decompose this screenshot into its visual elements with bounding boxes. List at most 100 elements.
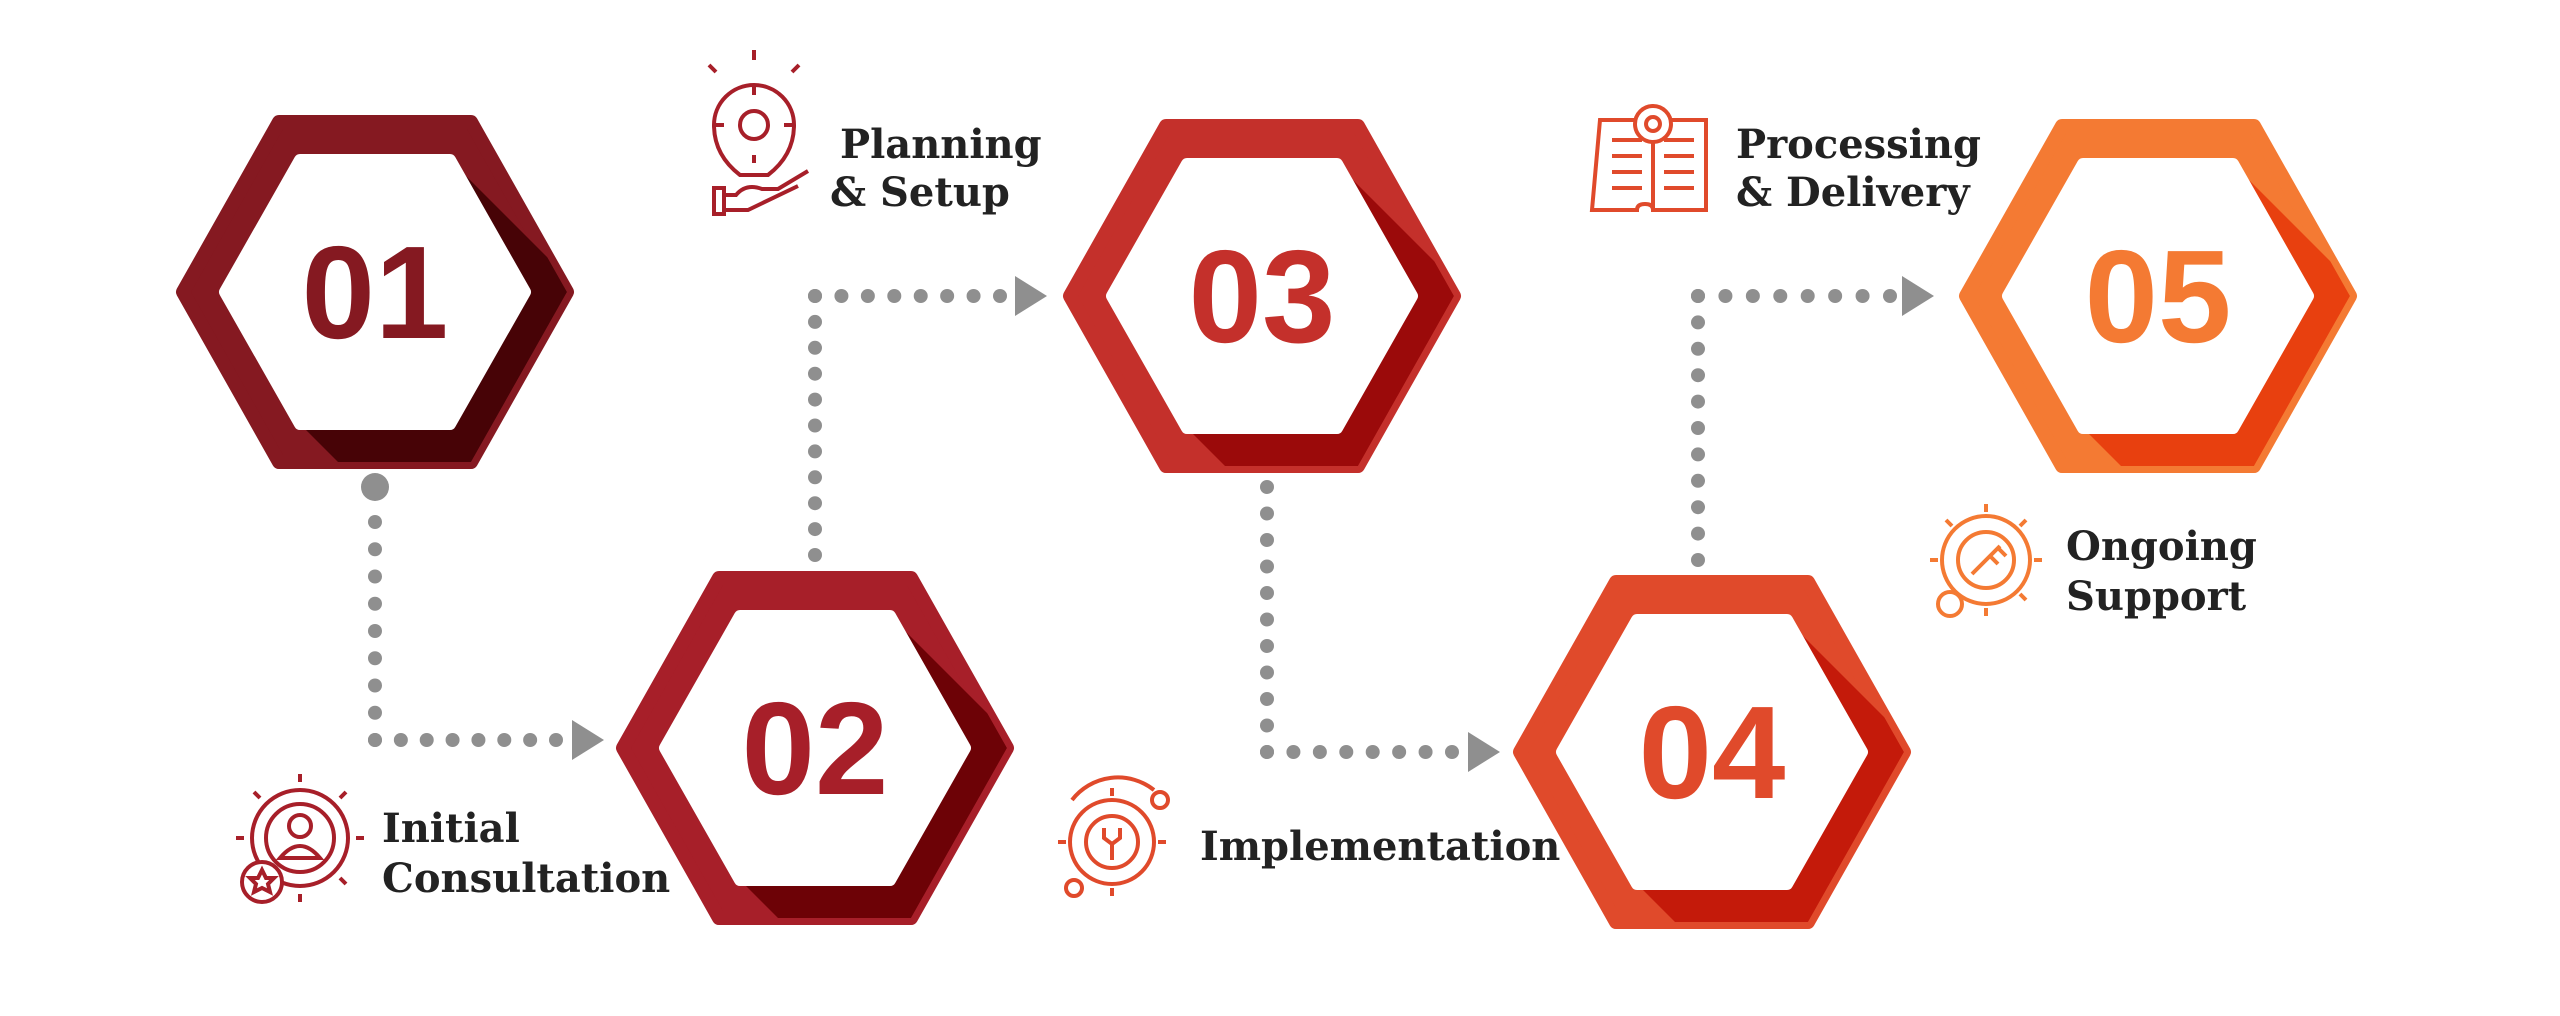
connector-dot bbox=[940, 289, 955, 303]
connector-dot bbox=[808, 366, 822, 381]
connector-dot bbox=[368, 596, 382, 611]
step-4-hexagon: 04 bbox=[1513, 575, 1911, 929]
connector-dot bbox=[1260, 533, 1274, 547]
gear-wrench-orbit-icon bbox=[1058, 775, 1170, 898]
label-ongoing-support: Ongoing Support bbox=[1930, 504, 2257, 620]
connector-dot bbox=[1773, 289, 1788, 303]
connector-dot bbox=[368, 678, 382, 693]
connector-dot bbox=[1745, 289, 1760, 303]
connector-dot bbox=[1883, 289, 1897, 303]
connector-dot bbox=[368, 733, 382, 747]
connector-dot bbox=[368, 651, 382, 666]
arrow-right-icon bbox=[1902, 276, 1934, 316]
connector-dot bbox=[1691, 421, 1705, 435]
connector-dot bbox=[808, 289, 822, 303]
connector-dot bbox=[1691, 526, 1705, 541]
step-3-hexagon: 03 bbox=[1063, 119, 1461, 473]
connector-dot bbox=[1260, 506, 1274, 521]
connector-dot bbox=[1260, 586, 1274, 600]
connector-dot bbox=[368, 569, 382, 584]
connector-dot bbox=[1339, 745, 1354, 759]
connector-dot bbox=[860, 289, 875, 303]
connector-dot bbox=[1260, 639, 1274, 653]
connector-dot bbox=[913, 289, 928, 303]
step-3-title: Implementation bbox=[1200, 823, 1560, 870]
connector-dot bbox=[808, 470, 822, 485]
label-initial-consultation: Initial Consultation bbox=[236, 774, 670, 904]
start-dot bbox=[361, 473, 389, 501]
connector-dot bbox=[1691, 368, 1705, 383]
gear-person-star-icon bbox=[236, 774, 364, 904]
connector-dot bbox=[808, 444, 822, 459]
connector-dot bbox=[445, 733, 460, 747]
step-number: 02 bbox=[742, 675, 889, 822]
step-number: 03 bbox=[1189, 223, 1336, 370]
step-5-title-line-2: Support bbox=[2066, 573, 2247, 620]
connector-dot bbox=[966, 289, 981, 303]
step-2-hexagon: 02 bbox=[616, 571, 1014, 925]
arrow-right-icon bbox=[572, 720, 604, 760]
connector-dot bbox=[497, 733, 512, 747]
connector-dot bbox=[1312, 745, 1327, 759]
connector-dot bbox=[887, 289, 902, 303]
connector-dot bbox=[368, 515, 382, 529]
connector-dot bbox=[1855, 289, 1870, 303]
connector-dot bbox=[1418, 745, 1433, 759]
connector-dot bbox=[1286, 745, 1301, 759]
connectors bbox=[361, 276, 1934, 772]
connector-dot bbox=[834, 289, 849, 303]
connector-dot bbox=[1445, 745, 1459, 759]
connector-dot bbox=[1691, 289, 1705, 303]
open-book-gear-icon bbox=[1589, 104, 1708, 212]
step-5-hexagon: 05 bbox=[1959, 119, 2357, 473]
gear-key-icon bbox=[1930, 504, 2042, 618]
step-number: 04 bbox=[1639, 679, 1786, 826]
connector-dot bbox=[808, 548, 822, 562]
connector-dot bbox=[549, 733, 563, 747]
connector-dot bbox=[523, 733, 538, 747]
connector-dot bbox=[419, 733, 434, 747]
arrow-right-icon bbox=[1468, 732, 1500, 772]
step-4-title-line-2: & Delivery bbox=[1736, 169, 1971, 216]
step-2-title-line-1: Planning bbox=[840, 121, 1042, 168]
step-hexagons: 01 02 03 04 05 bbox=[176, 115, 2357, 929]
lightbulb-gear-hand-icon bbox=[707, 50, 810, 216]
connector-dot bbox=[1260, 559, 1274, 574]
connector-dot bbox=[1260, 692, 1274, 706]
step-1-hexagon: 01 bbox=[176, 115, 574, 469]
connector-dot bbox=[368, 705, 382, 720]
step-1-title-line-2: Consultation bbox=[382, 855, 670, 902]
connector-dot bbox=[1718, 289, 1733, 303]
connector-dot bbox=[393, 733, 408, 747]
connector-dot bbox=[1691, 341, 1705, 356]
step-number: 05 bbox=[2085, 223, 2232, 370]
connector-dot bbox=[993, 289, 1007, 303]
connector-dot bbox=[1691, 315, 1705, 330]
step-1-title-line-1: Initial bbox=[382, 805, 520, 852]
connector-dot bbox=[368, 624, 382, 638]
connector-dot bbox=[1365, 745, 1380, 759]
label-implementation: Implementation bbox=[1058, 775, 1560, 898]
connector-dot bbox=[1691, 394, 1705, 409]
connector-dot bbox=[1260, 480, 1274, 494]
step-5-title-line-1: Ongoing bbox=[2066, 523, 2257, 570]
connector-dot bbox=[1691, 447, 1705, 462]
connector-dot bbox=[368, 542, 382, 557]
hexagon-inner bbox=[1556, 614, 1868, 890]
hexagon-inner bbox=[2002, 158, 2314, 434]
connector-dot bbox=[1260, 612, 1274, 627]
connector-dot bbox=[808, 392, 822, 407]
arrow-right-icon bbox=[1015, 276, 1047, 316]
label-processing-delivery: Processing & Delivery bbox=[1589, 104, 1981, 216]
connector-dot bbox=[1260, 718, 1274, 733]
connector-dot bbox=[1260, 745, 1274, 759]
label-planning-setup: Planning & Setup bbox=[707, 50, 1042, 216]
connector-dot bbox=[1691, 553, 1705, 567]
hexagon-inner bbox=[219, 154, 531, 430]
connector-dot bbox=[808, 496, 822, 511]
step-2-title-line-2: & Setup bbox=[830, 169, 1010, 216]
step-4-title-line-1: Processing bbox=[1736, 121, 1981, 168]
hexagon-inner bbox=[1106, 158, 1418, 434]
step-number: 01 bbox=[302, 219, 449, 366]
